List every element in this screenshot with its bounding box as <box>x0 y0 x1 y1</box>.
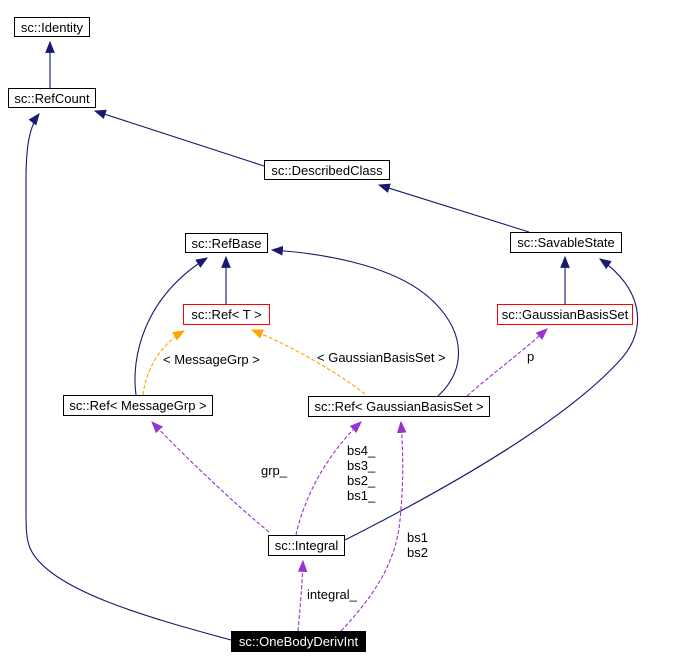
node-refcount[interactable]: sc::RefCount <box>8 88 96 108</box>
node-integral[interactable]: sc::Integral <box>268 535 345 556</box>
edge-ref-gaussianbasisset-to-gaussianbasisset <box>466 328 548 397</box>
node-ref-gaussianbasisset[interactable]: sc::Ref< GaussianBasisSet > <box>308 396 490 417</box>
edge-integral-to-savablestate <box>344 258 639 541</box>
edge-onebodyderivint-to-ref-gaussianbasisset <box>340 420 407 632</box>
node-onebodyderivint[interactable]: sc::OneBodyDerivInt <box>231 631 366 652</box>
node-gaussianbasisset[interactable]: sc::GaussianBasisSet <box>497 304 633 325</box>
member-p-label: p <box>527 349 535 364</box>
template-gaussianbasisset-label: < GaussianBasisSet > <box>317 350 446 365</box>
member-grp-label: grp_ <box>261 463 288 478</box>
node-ref-t[interactable]: sc::Ref< T > <box>183 304 270 325</box>
edge-ref-messagegrp-to-refbase <box>134 257 209 396</box>
edge-savablestate-to-describedclass <box>377 183 530 233</box>
edge-ref-gaussianbasisset-to-ref-t <box>250 329 366 395</box>
member-bs12-label: bs1 bs2 <box>407 530 428 560</box>
edge-onebodyderivint-to-integral <box>297 559 308 632</box>
edge-integral-to-ref-messagegrp <box>151 421 270 533</box>
node-describedclass[interactable]: sc::DescribedClass <box>264 160 390 180</box>
edge-ref-gaussianbasisset-to-refbase <box>270 245 459 397</box>
node-refbase[interactable]: sc::RefBase <box>185 233 268 253</box>
node-ref-messagegrp[interactable]: sc::Ref< MessageGrp > <box>63 395 213 416</box>
edge-onebodyderivint-to-refcount <box>25 113 232 641</box>
member-integral-label: integral_ <box>307 587 357 602</box>
node-identity[interactable]: sc::Identity <box>14 17 90 37</box>
template-messagegrp-label: < MessageGrp > <box>163 352 260 367</box>
edge-ref-messagegrp-to-ref-t <box>142 330 186 396</box>
edge-integral-to-ref-gaussianbasisset <box>295 421 362 536</box>
edge-describedclass-to-refcount <box>93 109 265 167</box>
member-bs-label: bs4_ bs3_ bs2_ bs1_ <box>347 443 376 503</box>
node-savablestate[interactable]: sc::SavableState <box>510 232 622 253</box>
